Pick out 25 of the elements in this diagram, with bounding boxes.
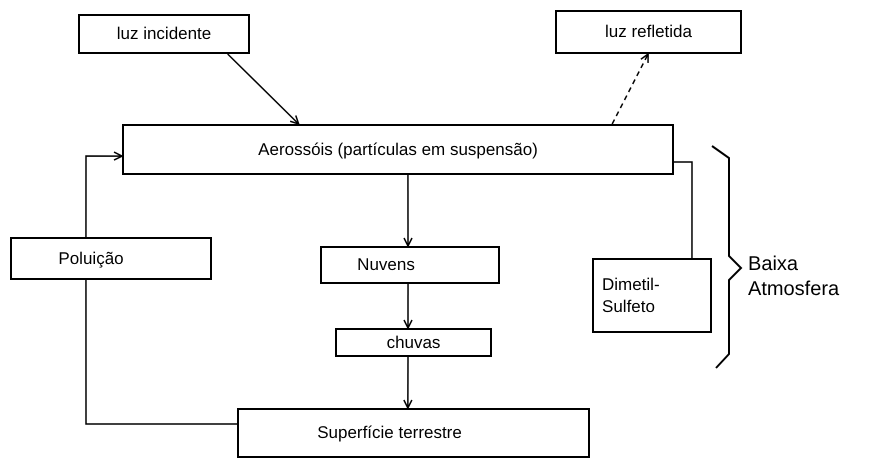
dashed-arrow [612, 53, 649, 124]
process-box [10, 237, 212, 280]
connector-line [85, 280, 237, 425]
box-label: Nuvens [357, 254, 415, 276]
box-label: Aerossóis (partículas em suspensão) [258, 138, 538, 160]
box-label: Dimetil- Sulfeto [602, 274, 661, 317]
region-label: Baixa Atmosfera [748, 252, 840, 302]
process-box [78, 14, 250, 54]
arrow [403, 284, 413, 329]
box-label: Poluição [58, 248, 124, 270]
box-label: luz incidente [116, 23, 212, 45]
process-box [335, 328, 492, 357]
arrow [403, 357, 413, 409]
box-label: luz refletida [605, 21, 692, 43]
process-box [555, 10, 742, 54]
arrow [227, 53, 300, 125]
arrow [85, 151, 123, 237]
box-label: Superfície terrestre [317, 422, 462, 444]
arrow [403, 175, 413, 247]
process-box [320, 246, 500, 284]
process-box [237, 408, 590, 458]
process-box [592, 258, 712, 333]
box-label: chuvas [386, 332, 440, 354]
process-box [122, 124, 674, 175]
connector-line [674, 161, 693, 258]
